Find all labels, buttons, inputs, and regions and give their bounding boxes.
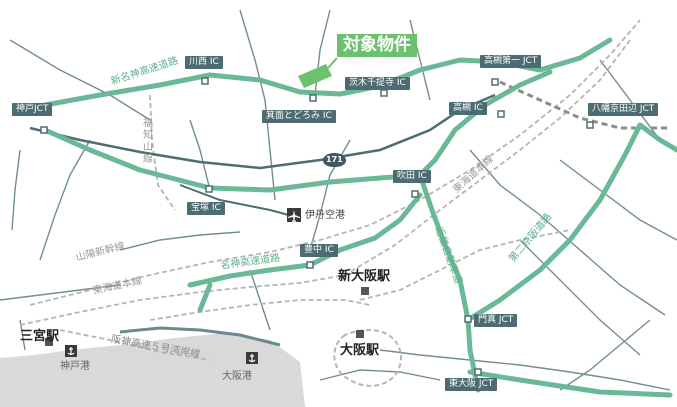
kobe-port-label: 神戸港 xyxy=(60,361,90,372)
loop-line xyxy=(333,328,402,387)
yawata-jct-label: 八幡京田辺 JCT xyxy=(588,103,659,116)
local-roads xyxy=(0,9,677,391)
road-to-airport xyxy=(179,184,301,219)
takatsuki-ic-label: 高槻 IC xyxy=(449,102,487,115)
kadoma-jct-label: 門真 JCT xyxy=(474,314,518,327)
kinki-road xyxy=(417,172,481,393)
fukuchiyama-label: 福知山線 xyxy=(143,118,153,165)
takarazuka-ic-label: 宝塚 IC xyxy=(187,202,225,215)
railways xyxy=(19,19,641,361)
east-road xyxy=(467,369,673,398)
anchor-icon xyxy=(65,345,77,357)
airport-label: 伊丹空港 xyxy=(305,210,345,221)
osaka-port-label: 大阪港 xyxy=(222,371,252,382)
anchor-icon-2 xyxy=(246,352,258,364)
ic-markers xyxy=(40,77,594,376)
osaka-label: 大阪駅 xyxy=(340,343,380,358)
target-label: 対象物件 xyxy=(337,34,417,57)
shin-osaka-marker xyxy=(361,287,369,295)
minoh-ic-label: 箕面とどろみ IC xyxy=(262,110,336,123)
osaka-marker xyxy=(356,330,364,338)
sannomiya-label: 三宮駅 xyxy=(20,329,60,344)
meishin-south-road xyxy=(197,282,213,313)
ibaraki-sentei-ic-label: 茨木千提寺 IC xyxy=(345,77,410,90)
kawanishi-ic-label: 川西 IC xyxy=(185,56,223,69)
route-171-shield: 171 xyxy=(323,153,346,167)
shin-osaka-label: 新大阪駅 xyxy=(338,269,391,284)
hanshin-elevated xyxy=(119,326,281,347)
airplane-icon xyxy=(287,208,301,222)
sannomiya-marker xyxy=(45,338,53,346)
route-171 xyxy=(29,93,496,170)
far-east-road xyxy=(637,122,677,153)
takatsuki-daiichi-jct-label: 高槻第一 JCT xyxy=(480,55,542,68)
suita-ic-label: 吹田 IC xyxy=(393,170,431,183)
dai2keihan-road xyxy=(465,122,643,323)
target-leader-line xyxy=(327,57,338,69)
shin-meishin-road xyxy=(42,37,613,108)
target-area xyxy=(298,64,332,88)
higashiosaka-jct-label: 東大阪 JCT xyxy=(445,378,498,391)
meishin-west-road xyxy=(187,192,423,288)
toyonaka-ic-label: 豊中 IC xyxy=(300,244,338,257)
kobe-jct-label: 神戸JCT xyxy=(12,103,53,116)
